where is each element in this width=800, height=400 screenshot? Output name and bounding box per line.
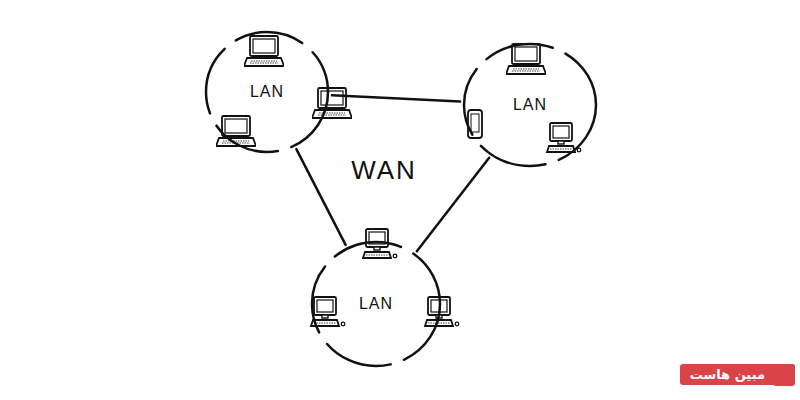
wan-link [296,149,345,245]
lan-label: LAN [359,295,393,313]
lan-circle: LAN [462,42,598,168]
lan-label: LAN [250,83,284,101]
wan-link [332,95,460,101]
watermark: مبین هاست [680,364,795,385]
lan-circle: LAN [310,240,442,368]
wan-link [417,158,489,251]
lan-circle: LAN [204,30,330,154]
lan-label: LAN [513,96,547,114]
network-label: WAN [351,155,417,186]
